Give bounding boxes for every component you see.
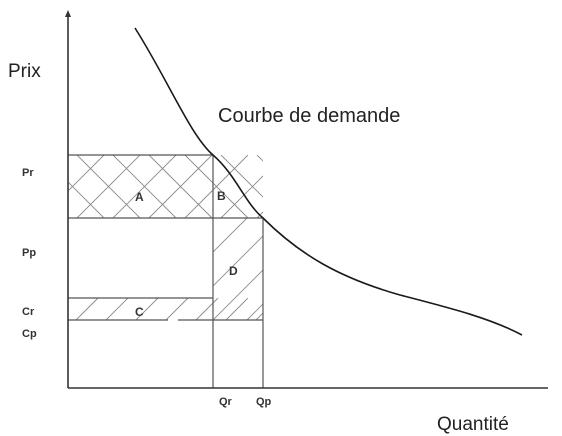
hatch-line [256, 211, 263, 218]
region-label-a: A [135, 190, 144, 204]
hatch-line [148, 155, 213, 218]
hatch-line [68, 217, 69, 218]
hatch-line [76, 155, 141, 218]
tick-label-cp: Cp [22, 328, 37, 340]
demand-curve [134, 27, 523, 336]
hatch-region-d [213, 218, 417, 320]
hatch-line [68, 298, 69, 299]
hatch-line [213, 269, 263, 320]
hatch-line [293, 155, 356, 218]
tick-label-pp: Pp [22, 247, 36, 259]
hatch-line [225, 298, 249, 320]
hatch-line [75, 298, 99, 320]
tick-label-cr: Cr [22, 306, 35, 318]
tick-label-pr: Pr [22, 167, 34, 179]
hatch-line [135, 298, 159, 320]
region-label-c: C [135, 305, 144, 319]
x-axis-title: Quantité [437, 414, 509, 435]
y-axis-title: Prix [8, 61, 41, 82]
hatch-line [165, 298, 189, 320]
region-label-b: B [217, 189, 226, 203]
tick-label-qr: Qr [219, 396, 233, 408]
hatch-line [184, 155, 249, 218]
hatch-line [293, 155, 356, 218]
hatch-region-c [68, 298, 263, 320]
hatch-line [315, 218, 417, 320]
hatch-line [105, 298, 129, 320]
hatch-line [213, 218, 214, 219]
curve-label: Courbe de demande [218, 105, 400, 127]
y-axis-arrow [65, 10, 71, 17]
hatch-line [68, 181, 105, 218]
hatch-line [213, 218, 248, 253]
hatch-line [255, 312, 263, 320]
hatch-line [213, 235, 263, 287]
hatch-line [256, 155, 263, 162]
hatch-line [112, 155, 177, 218]
tick-label-qp: Qp [256, 396, 272, 408]
hatch-region-a-b [68, 155, 356, 218]
hatch-line [68, 155, 69, 156]
region-label-d: D [229, 264, 238, 278]
hatch-line [195, 298, 219, 320]
hatch-line [220, 155, 263, 198]
